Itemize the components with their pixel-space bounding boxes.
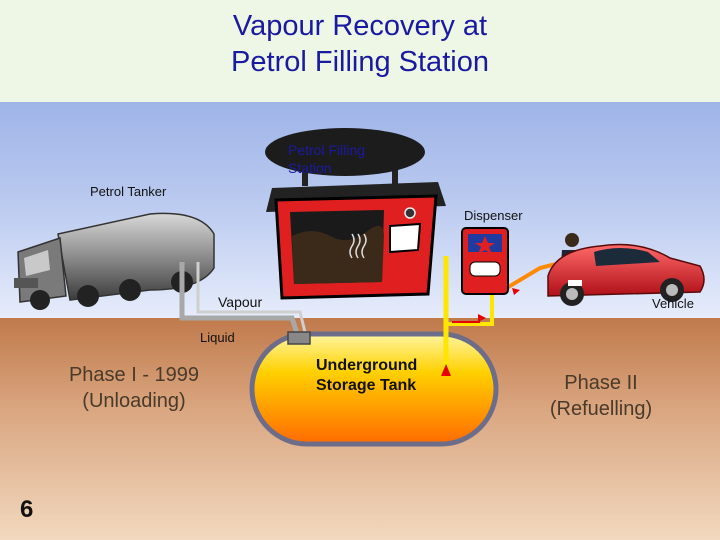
station-bubble (265, 128, 425, 176)
phase-1-label: Phase I - 1999 (Unloading) (44, 362, 224, 414)
tank-label: Underground Storage Tank (316, 356, 417, 396)
car-icon (547, 243, 705, 306)
tank-label-line-1: Underground (316, 357, 418, 374)
dispenser-icon (461, 227, 509, 295)
station-bubble-label: Petrol Filling Station (288, 142, 366, 176)
slide-title: Vapour Recovery at Petrol Filling Statio… (0, 8, 720, 80)
tanker-label: Petrol Tanker (90, 184, 167, 199)
petrol-station (266, 170, 446, 300)
phase-2-line-1: Phase II (564, 372, 638, 394)
vehicle-label: Vehicle (652, 296, 694, 311)
liquid-pipe (179, 262, 301, 337)
underground-tank (249, 331, 499, 447)
vapour-label: Vapour (218, 294, 263, 310)
tank-label-line-2: Storage Tank (316, 377, 417, 394)
phase-1-line-2: (Unloading) (82, 390, 186, 412)
title-band (0, 0, 720, 102)
liquid-label: Liquid (200, 330, 235, 345)
dispenser-label: Dispenser (464, 208, 523, 223)
title-line-2: Petrol Filling Station (231, 46, 489, 78)
slide-number: 6 (20, 496, 34, 523)
phase-2-line-2: (Refuelling) (549, 398, 653, 420)
phase-1-line-1: Phase I - 1999 (68, 364, 200, 386)
phase-2-label: Phase II (Refuelling) (518, 370, 684, 422)
title-line-1: Vapour Recovery at (232, 10, 488, 42)
tanker-truck-icon (14, 212, 215, 310)
tank-inlet (287, 331, 311, 345)
